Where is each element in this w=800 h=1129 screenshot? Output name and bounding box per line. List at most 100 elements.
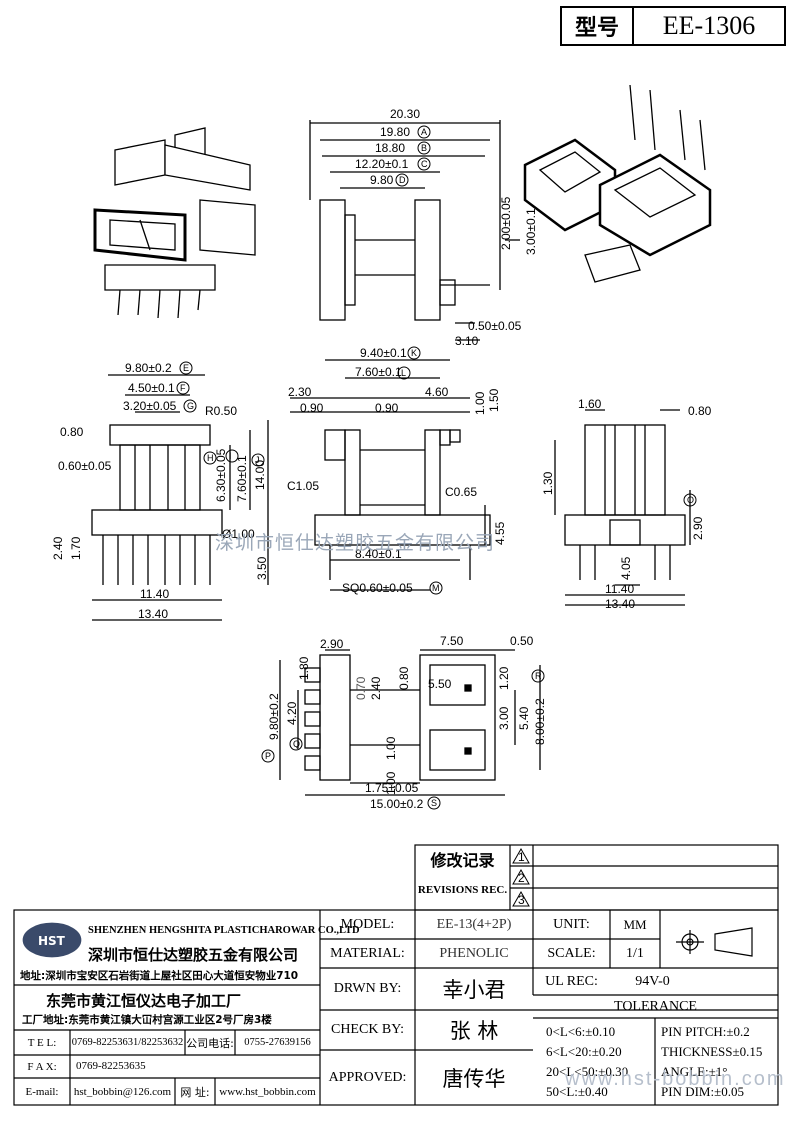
svg-text:I: I: [229, 451, 232, 461]
email-value: hst_bobbin@126.com: [73, 1085, 172, 1098]
svg-text:R: R: [535, 671, 542, 681]
web-value: www.hst_bobbin.com: [219, 1085, 316, 1098]
svg-text:B: B: [421, 143, 427, 153]
logo-text: HST: [38, 934, 66, 948]
svg-text:1.50: 1.50: [487, 388, 501, 412]
svg-text:E: E: [183, 363, 189, 373]
isometric-view-left: [93, 127, 256, 319]
company-name-en: SHENZHEN HENGSHITA PLASTICHAROWAR CO.,LT…: [88, 925, 360, 936]
svg-text:S: S: [431, 798, 437, 808]
svg-text:1.30: 1.30: [541, 471, 555, 495]
svg-text:2.00±0.05: 2.00±0.05: [499, 196, 513, 250]
dims-top: 20.30 19.80 18.80 12.20±0.1 9.80 2.00±0.…: [355, 107, 538, 348]
svg-text:2.90: 2.90: [320, 637, 344, 651]
front-view-top: [309, 120, 520, 341]
svg-text:19.80: 19.80: [380, 125, 410, 139]
svg-text:9.40±0.1: 9.40±0.1: [360, 346, 407, 360]
ul-value: 94V-0: [635, 973, 670, 989]
svg-text:2.40: 2.40: [369, 676, 383, 700]
svg-text:C1.05: C1.05: [287, 479, 319, 493]
svg-text:D: D: [399, 175, 406, 185]
revision-num-2: 2: [518, 871, 525, 885]
svg-text:11.40: 11.40: [605, 582, 634, 596]
dims-left: 9.80±0.2 4.50±0.1 3.20±0.05 R0.50 0.80 0…: [51, 361, 269, 621]
svg-text:0.80: 0.80: [397, 666, 411, 690]
tel-value: 0769-82253631/82253632: [71, 1037, 184, 1048]
svg-text:15.00±0.2: 15.00±0.2: [370, 797, 424, 811]
factory-name: 东莞市黄江恒仪达电子加工厂: [46, 992, 242, 1010]
dims-bottom: 2.90 7.50 0.50 1.80 0.70 2.40 0.80 1.20 …: [267, 634, 547, 811]
svg-text:SQ0.60±0.05: SQ0.60±0.05: [342, 581, 413, 595]
svg-text:4.20: 4.20: [285, 701, 299, 725]
material-value: PHENOLIC: [439, 945, 509, 961]
svg-text:Q: Q: [293, 739, 300, 749]
svg-text:0.90: 0.90: [300, 401, 324, 415]
svg-text:R0.50: R0.50: [205, 404, 237, 418]
svg-text:C0.65: C0.65: [445, 485, 477, 499]
company-logo: [21, 921, 83, 959]
svg-text:0.50: 0.50: [510, 634, 534, 648]
check-value: 张 林: [449, 1019, 499, 1043]
dims-right: 1.60 0.80 1.30 2.90 4.05 11.40 13.40: [541, 397, 712, 611]
approved-label: APPROVED:: [328, 1069, 407, 1085]
tolerance-row: THICKNESS±0.15: [661, 1044, 763, 1059]
ul-label: UL REC:: [545, 973, 598, 989]
svg-text:1.20: 1.20: [497, 666, 511, 690]
svg-text:0.90: 0.90: [375, 401, 399, 415]
side-view-right: [554, 409, 691, 606]
svg-text:1.60: 1.60: [578, 397, 602, 411]
svg-text:1.80: 1.80: [297, 656, 311, 680]
svg-text:F: F: [180, 383, 186, 393]
tolerance-row: 6<L<20:±0.20: [546, 1044, 622, 1059]
unit-label: UNIT:: [553, 916, 590, 932]
svg-text:8.40±0.1: 8.40±0.1: [355, 547, 402, 561]
tolerance-row: 20<L<50:±0.30: [546, 1064, 629, 1079]
side-view-middle: [290, 359, 491, 591]
svg-text:7.50: 7.50: [440, 634, 464, 648]
svg-text:L: L: [401, 368, 406, 378]
svg-text:3.10: 3.10: [455, 334, 479, 348]
svg-text:4.05: 4.05: [619, 556, 633, 580]
svg-text:4.50±0.1: 4.50±0.1: [128, 381, 175, 395]
svg-text:1.75±0.05: 1.75±0.05: [365, 781, 419, 795]
scale-value: 1/1: [626, 945, 644, 961]
svg-text:C: C: [421, 159, 428, 169]
svg-text:13.40: 13.40: [605, 597, 635, 611]
svg-text:2.90: 2.90: [691, 516, 705, 540]
svg-text:13.40: 13.40: [138, 607, 168, 621]
svg-text:9.80±0.2: 9.80±0.2: [125, 361, 172, 375]
model-label: 型号: [562, 8, 634, 44]
svg-text:8.00±0.2: 8.00±0.2: [533, 698, 547, 745]
watermark-url: www.hst-bobbin.com: [565, 1068, 786, 1090]
svg-text:K: K: [411, 348, 417, 358]
svg-text:3.50: 3.50: [255, 556, 269, 580]
revisions-title: 修改记录: [430, 851, 495, 870]
model-spec-value: EE-13(4+2P): [436, 916, 512, 932]
svg-text:7.60±0.1: 7.60±0.1: [235, 455, 249, 502]
side-view-left: [91, 374, 269, 621]
revision-num-1: 1: [518, 850, 525, 864]
svg-text:0.60±0.05: 0.60±0.05: [58, 459, 112, 473]
svg-text:2.30: 2.30: [288, 385, 312, 399]
svg-text:1.00: 1.00: [384, 736, 398, 760]
tolerance-title: TOLERANCE: [614, 998, 697, 1014]
tolerance-row: PIN DIM:±0.05: [661, 1084, 744, 1099]
scale-label: SCALE:: [547, 945, 596, 961]
svg-text:1.00: 1.00: [473, 391, 487, 415]
company-address: 地址:深圳市宝安区石岩街道上屋社区田心大道恒安物业710: [20, 970, 299, 982]
svg-text:5.50: 5.50: [428, 677, 452, 691]
title-block-grid: [13, 844, 779, 1106]
svg-text:7.60±0.1: 7.60±0.1: [355, 365, 402, 379]
svg-text:9.80±0.2: 9.80±0.2: [267, 693, 281, 740]
watermark: 深圳市恒仕达塑胶五金有限公司: [215, 532, 496, 554]
phone-label: 公司电话:: [186, 1036, 234, 1050]
tolerance-row: PIN PITCH:±0.2: [661, 1024, 750, 1039]
svg-text:5.40: 5.40: [517, 706, 531, 730]
svg-text:1.70: 1.70: [69, 536, 83, 560]
web-label: 网 址:: [180, 1085, 210, 1099]
svg-text:3.00±0.1: 3.00±0.1: [524, 208, 538, 255]
svg-text:0.80: 0.80: [688, 404, 712, 418]
material-label: MATERIAL:: [330, 945, 405, 961]
model-header: 型号 EE-1306: [560, 6, 786, 46]
